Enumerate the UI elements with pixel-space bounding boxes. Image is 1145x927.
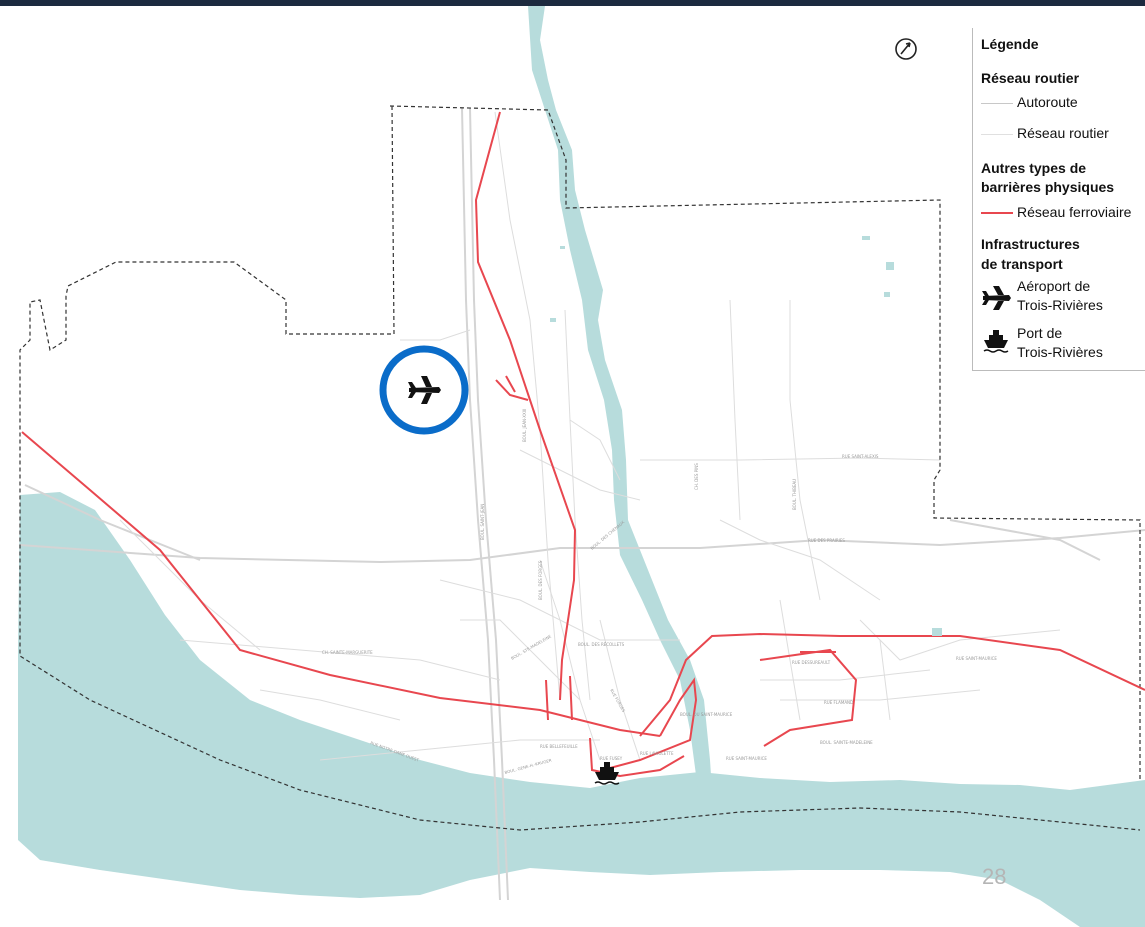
street-label: BOUL. STE-MADELEINE [510,633,553,660]
street-label: RUE FLAMAND [824,700,853,705]
street-label: RUE SAINT-MAURICE [726,756,767,761]
legend-title: Légende [981,36,1039,52]
railway-network [21,111,1145,778]
street-label: RUE DESSUREAULT [792,660,831,665]
highway-line-symbol [981,103,1013,104]
legend-airport-line1: Aéroport de [1017,278,1091,294]
legend-road-section: Réseau routier [981,70,1080,86]
street-label: BOUL. SAINTE-MADELEINE [820,740,873,745]
airport-highlight-circle[interactable] [379,345,469,435]
airplane-icon[interactable] [408,376,441,404]
legend-barriers-line1: Autres types de [981,160,1087,176]
street-label: RUE BELLEFEUILLE [540,744,578,749]
legend-highway: Autoroute [1017,94,1078,110]
street-label: BOUL. JEAN-XXIII [522,409,527,442]
municipal-boundary [19,105,1141,831]
airplane-icon [982,286,1011,310]
saint-maurice-river [528,6,712,790]
street-label: RUE DES PRAIRIES [808,538,845,543]
legend-panel: Légende Réseau routier Autoroute Réseau … [972,28,1145,371]
street-label: BOUL. SAINT-JEAN [480,504,485,540]
small-lakes [550,236,942,636]
top-bar [0,0,1145,6]
street-label: BOUL. DES FORGES [538,560,543,600]
street-label: BOUL. DU SAINT-MAURICE [680,712,733,717]
street-label: RUE FUSEY [600,756,623,761]
road-line-symbol [981,134,1013,135]
legend-barriers-line2: barrières physiques [981,179,1115,195]
street-label: CH. SAINTE-MARGUERITE [322,650,373,655]
street-label: RUE SAINT-MAURICE [956,656,997,661]
north-arrow-icon [895,38,917,60]
legend-infra-line1: Infrastructures [981,236,1080,252]
ship-icon [983,330,1009,353]
street-label: RUE LAVIOLETTE [640,751,674,756]
street-label: BOUL. DES RÉCOLLETS [578,642,625,647]
legend-infra-line2: de transport [981,256,1063,272]
street-label: CH. DES PINS [694,463,699,490]
legend-port-line1: Port de [1017,325,1063,341]
street-label: BOUL. GENE-H.-KRUGER [504,758,552,775]
page-number: 28 [982,864,1007,889]
legend-port-line2: Trois-Rivières [1017,344,1103,360]
rail-line-symbol [981,212,1013,214]
legend-road-network: Réseau routier [1017,125,1109,141]
highway-network [19,107,1145,901]
ship-icon[interactable] [594,762,620,785]
legend-rail: Réseau ferroviaire [1017,204,1132,220]
map-canvas[interactable]: BOUL. DES CHENAUX BOUL. DES RÉCOLLETS CH… [0,6,1145,927]
st-lawrence-river [18,492,1145,927]
street-labels: BOUL. DES CHENAUX BOUL. DES RÉCOLLETS CH… [322,409,997,775]
legend-airport-line2: Trois-Rivières [1017,297,1103,313]
river-island [700,648,728,760]
road-network [119,111,1061,761]
street-label: RUE SAINT-ALEXIS [842,454,879,459]
street-label: BOUL. THIBEAU [792,479,797,510]
